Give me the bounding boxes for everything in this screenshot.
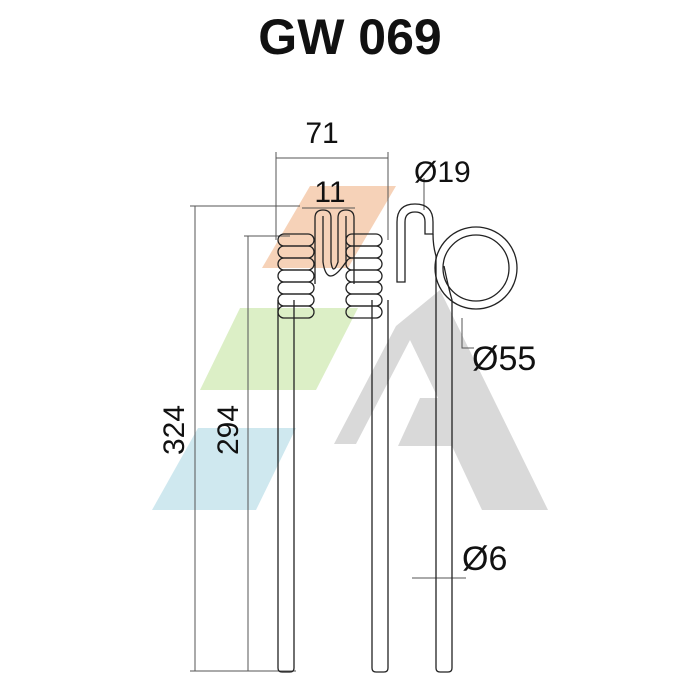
dim-length-total: 324 <box>158 405 191 455</box>
part-number-title: GW 069 <box>258 9 442 65</box>
watermark-blue-band <box>152 428 296 510</box>
dim-hook-diameter: Ø19 <box>414 156 471 189</box>
hook <box>396 203 434 283</box>
third-tine <box>432 233 453 673</box>
tine-outline <box>277 203 518 673</box>
dim-ring-diameter: Ø55 <box>472 340 536 378</box>
dim-width-total: 71 <box>305 117 338 150</box>
dim-coil-gap: 11 <box>314 176 345 209</box>
center-loop <box>314 209 355 284</box>
watermark-green-band <box>200 308 358 390</box>
watermark-orange-band <box>262 186 396 268</box>
watermark-grey-a <box>334 290 548 510</box>
dimension-lines <box>190 152 474 672</box>
left-coil <box>277 233 315 319</box>
right-coil <box>345 233 383 319</box>
right-tine <box>371 300 389 673</box>
mounting-ring <box>434 226 518 310</box>
dim-wire-diameter: Ø6 <box>462 540 507 578</box>
left-tine <box>277 300 295 673</box>
dim-length-tine: 294 <box>212 405 245 455</box>
